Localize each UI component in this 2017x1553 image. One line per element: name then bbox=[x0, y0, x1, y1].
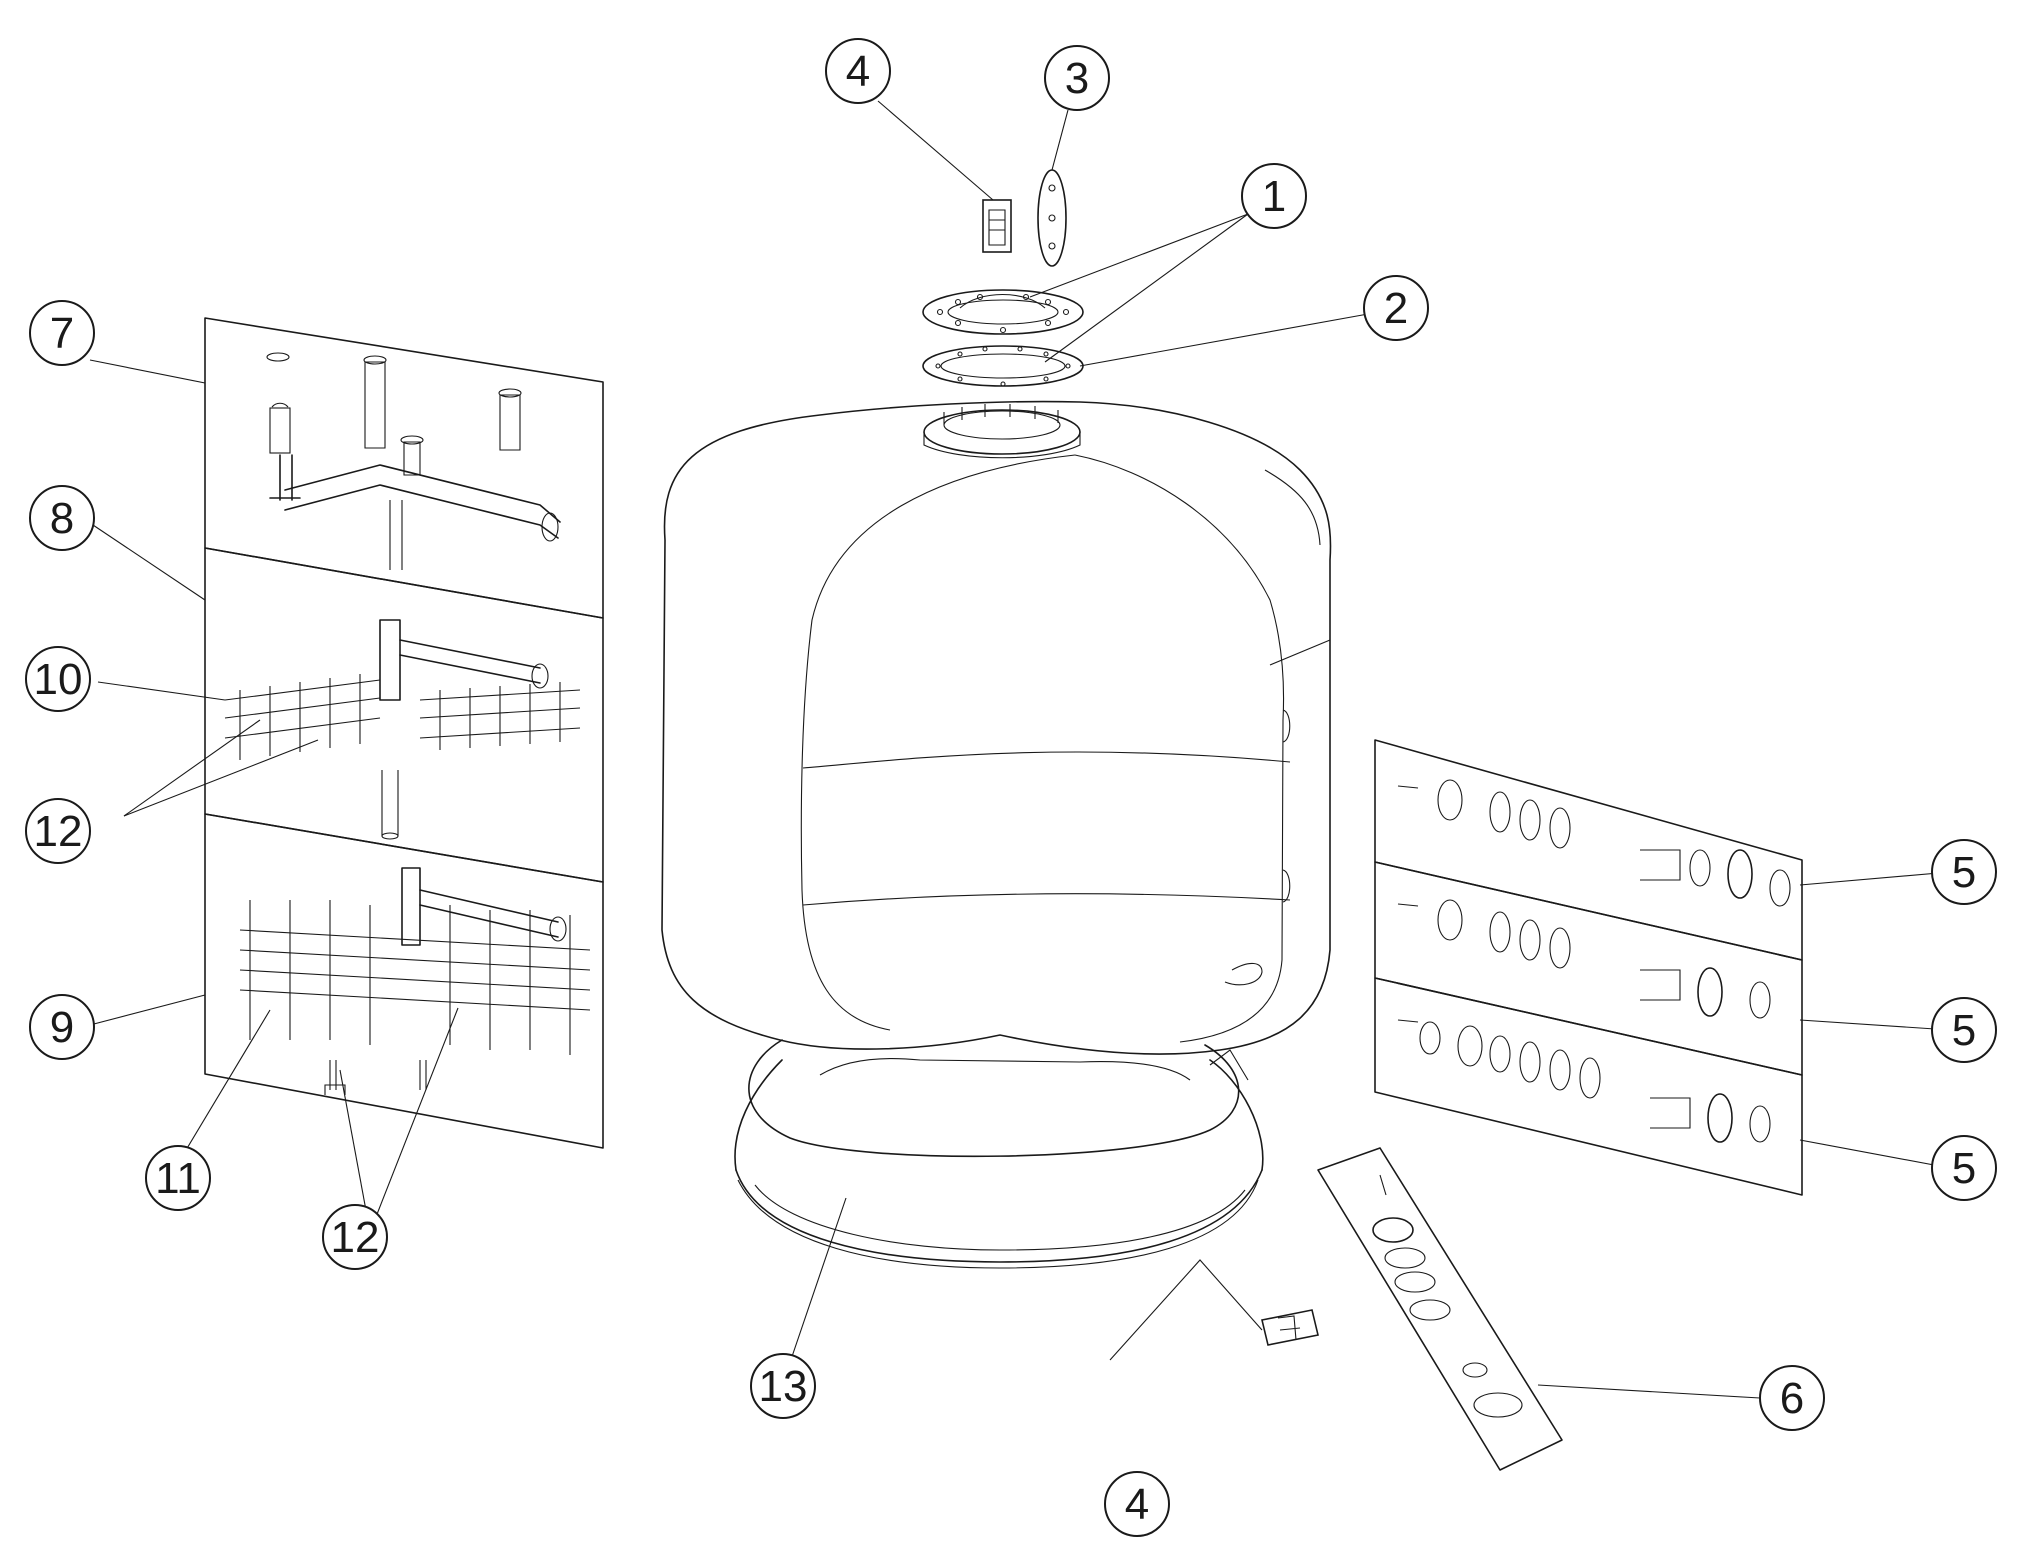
drain-plug-bottom bbox=[1261, 1309, 1319, 1346]
callout-5-a: 5 bbox=[1931, 839, 1997, 905]
panel-8-lateral-arms bbox=[204, 547, 604, 883]
callout-13: 13 bbox=[750, 1353, 816, 1419]
callout-2-label: 2 bbox=[1384, 284, 1408, 333]
panel-6-manhole bbox=[1317, 1147, 1563, 1471]
panel-5-fittings-c bbox=[1374, 977, 1803, 1196]
callout-11-label: 11 bbox=[155, 1154, 201, 1203]
panel-7-collector bbox=[204, 317, 604, 619]
callout-4-top-label: 4 bbox=[846, 47, 870, 96]
callout-5-c-label: 5 bbox=[1952, 1144, 1976, 1193]
callout-6: 6 bbox=[1759, 1365, 1825, 1431]
sight-glass bbox=[1037, 169, 1067, 267]
callout-7: 7 bbox=[29, 300, 95, 366]
callout-6-label: 6 bbox=[1780, 1374, 1804, 1423]
callout-7-label: 7 bbox=[50, 309, 74, 358]
callout-4-bottom-label: 4 bbox=[1125, 1480, 1149, 1529]
callout-10: 10 bbox=[25, 646, 91, 712]
callout-9-label: 9 bbox=[50, 1003, 74, 1052]
leader-lines bbox=[89, 100, 1951, 1399]
callout-8: 8 bbox=[29, 485, 95, 551]
tank-neck bbox=[923, 404, 1081, 459]
lid-cover bbox=[922, 289, 1084, 335]
callout-12-upper: 12 bbox=[25, 798, 91, 864]
callout-1-label: 1 bbox=[1262, 172, 1286, 221]
callout-1: 1 bbox=[1241, 163, 1307, 229]
callout-11: 11 bbox=[145, 1145, 211, 1211]
filter-tank bbox=[661, 400, 1332, 1055]
callout-13-label: 13 bbox=[759, 1362, 808, 1411]
callout-5-b: 5 bbox=[1931, 997, 1997, 1063]
callout-3: 3 bbox=[1044, 45, 1110, 111]
callout-3-label: 3 bbox=[1065, 54, 1089, 103]
lid-gasket bbox=[922, 345, 1084, 387]
callout-4-bottom: 4 bbox=[1104, 1471, 1170, 1537]
callout-2: 2 bbox=[1363, 275, 1429, 341]
tank-base bbox=[734, 1039, 1264, 1269]
callout-12-upper-label: 12 bbox=[34, 807, 83, 856]
callout-5-c: 5 bbox=[1931, 1135, 1997, 1201]
callout-4-top: 4 bbox=[825, 38, 891, 104]
callout-12-lower-label: 12 bbox=[331, 1213, 380, 1262]
callout-8-label: 8 bbox=[50, 494, 74, 543]
callout-12-lower: 12 bbox=[322, 1204, 388, 1270]
callout-5-b-label: 5 bbox=[1952, 1006, 1976, 1055]
panel-5-fittings-b bbox=[1374, 861, 1803, 1076]
panel-9-lateral-tubes bbox=[204, 813, 604, 1149]
callout-9: 9 bbox=[29, 994, 95, 1060]
callout-10-label: 10 bbox=[34, 655, 83, 704]
air-vent-top bbox=[982, 199, 1012, 253]
callout-5-a-label: 5 bbox=[1952, 848, 1976, 897]
